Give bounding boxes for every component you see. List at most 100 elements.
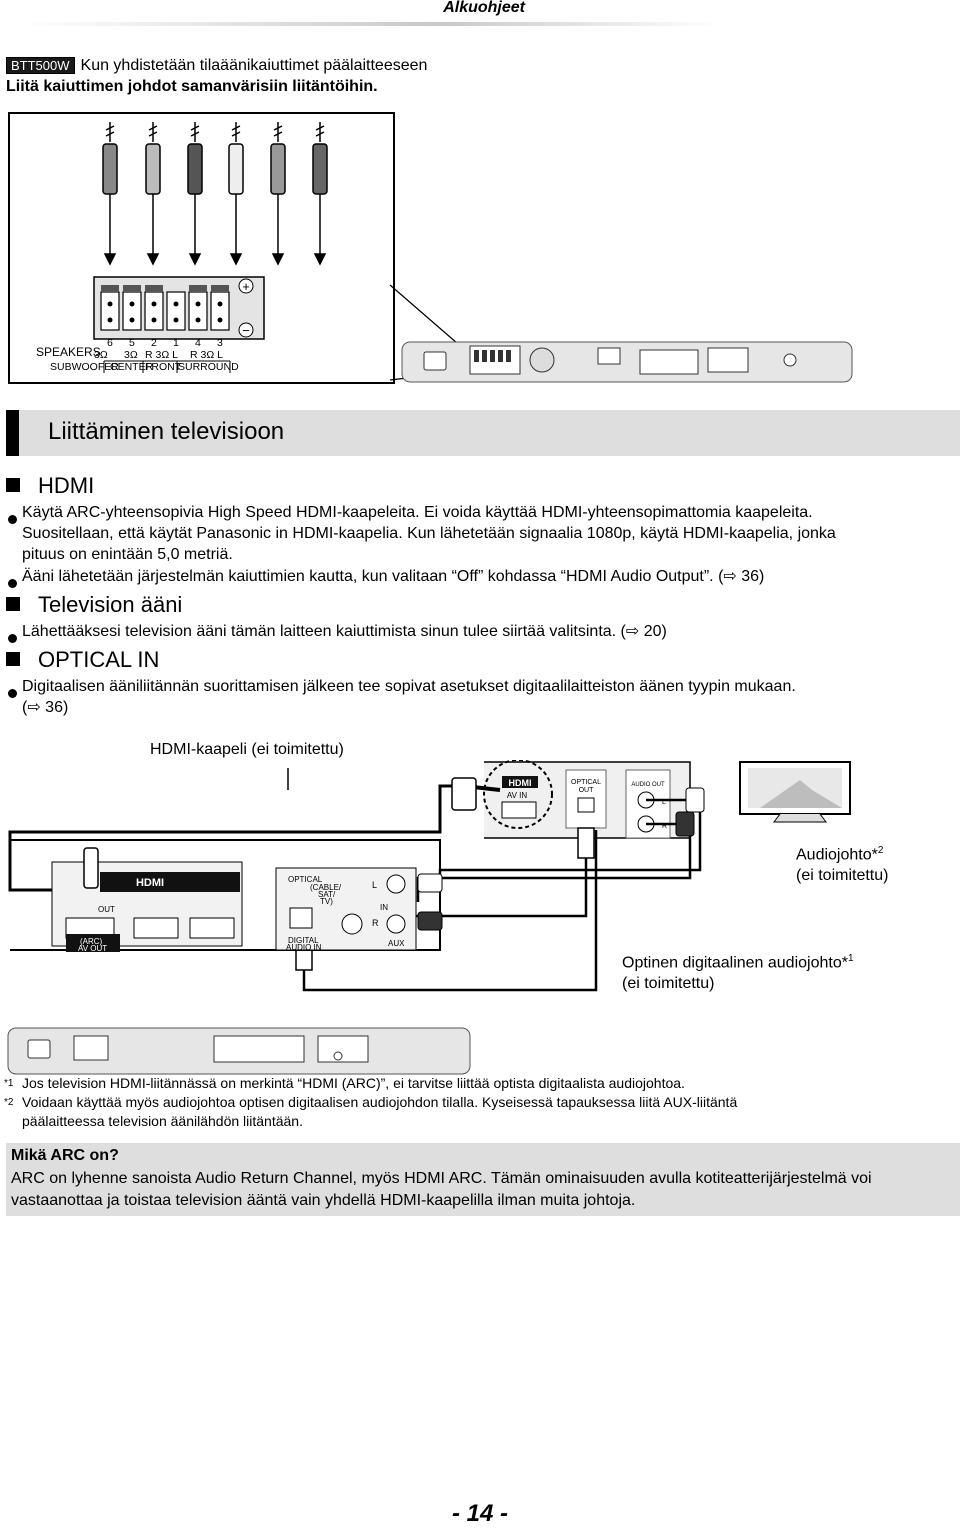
unit-arc-label: (ARC) (80, 937, 103, 946)
rear-panel-top-svg (389, 284, 853, 383)
unit-out-label: OUT (98, 905, 115, 914)
intro-line-2: Liitä kaiuttimen johdot samanvärisiin li… (6, 78, 378, 95)
hdmi-bullet-1: Käytä ARC-yhteensopivia High Speed HDMI-… (22, 502, 836, 565)
intro-text: BTT500W Kun yhdistetään tilaäänikaiuttime… (6, 55, 427, 97)
hdmi-cable-label: HDMI-kaapeli (ei toimitettu) (150, 741, 344, 758)
footnote-2-mark: *2 (4, 1097, 14, 1108)
bullet-icon (8, 634, 17, 643)
footnote-1-mark: *1 (4, 1078, 14, 1089)
terminal-number: 5 (129, 337, 135, 349)
tv-sound-heading: Television ääni (6, 592, 182, 618)
square-bullet-icon (6, 652, 20, 666)
impedance-label: R 3Ω L (145, 349, 178, 361)
tv-icon (739, 761, 851, 823)
arc-answer: ARC on lyhenne sanoista Audio Return Cha… (11, 1170, 872, 1209)
section-title: Liittäminen televisioon (48, 418, 285, 445)
terminal-number: 6 (107, 337, 113, 349)
tv-sound-heading-text: Television ääni (38, 592, 183, 617)
audio-plug-icon (675, 811, 695, 837)
terminal-number: 1 (173, 337, 179, 349)
speaker-diagram-svg: + − SPEAKERS 6 5 2 1 4 3 3Ω 3Ω R 3Ω L R … (36, 122, 328, 373)
footnote-2-line-2: päälaitteessa television äänilähdön liit… (22, 1113, 303, 1129)
tv-optical-label: OPTICAL (571, 779, 601, 786)
unit-in-label: IN (380, 903, 388, 912)
arc-info-box: Mikä ARC on? ARC on lyhenne sanoista Aud… (6, 1143, 960, 1216)
speaker-terminal-illustration: + − SPEAKERS 6 5 2 1 4 3 3Ω 3Ω R 3Ω L R … (8, 112, 395, 384)
arc-question: Mikä ARC on? (11, 1147, 119, 1164)
impedance-label: 3Ω (124, 349, 138, 361)
optical-heading-text: OPTICAL IN (38, 647, 160, 672)
impedance-label: 3Ω (94, 349, 108, 361)
optical-cable-label: Optinen digitaalinen audiojohto*1 (ei to… (622, 948, 854, 994)
plus-sign: + (242, 279, 250, 294)
header-rule (20, 22, 720, 26)
tv-hdmi-logo: HDMI (509, 778, 532, 788)
group-label: SURROUND (178, 361, 239, 373)
optical-heading: OPTICAL IN (6, 647, 159, 673)
minus-sign: − (242, 323, 250, 338)
footnote-1-text: Jos television HDMI-liitännässä on merki… (22, 1075, 685, 1091)
main-unit-rear-panel-bottom (7, 1027, 471, 1075)
page-number: - 14 - (451, 1500, 508, 1527)
section-heading: Liittäminen televisioon (6, 410, 960, 456)
bullet-icon (8, 579, 17, 588)
optical-cable-footnote-mark: 1 (847, 953, 854, 964)
speaker-label-strip: SPEAKERS 6 5 2 1 4 3 3Ω 3Ω R 3Ω L R 3Ω L… (36, 337, 239, 373)
terminal-number: 3 (217, 337, 223, 349)
unit-r-label: R (372, 918, 379, 928)
audio-cable-label-sub: (ei toimitettu) (796, 867, 889, 885)
tv-av-in-label: AV IN (507, 791, 528, 800)
square-bullet-icon (6, 478, 20, 492)
bullet-icon (8, 515, 17, 524)
hdmi-heading-text: HDMI (38, 473, 95, 498)
audio-cable-footnote-mark: 2 (877, 845, 884, 856)
unit-l-label: L (372, 880, 377, 890)
unit-sat-label: SAT/ (318, 890, 336, 899)
audio-cable-label: Audiojohto*2 (ei toimitettu) (796, 840, 888, 886)
tv-l-label: L (662, 799, 666, 806)
unit-digital-label: DIGITAL (288, 936, 319, 945)
bullet-icon (8, 689, 17, 698)
square-bullet-icon (6, 597, 20, 611)
audio-cable-label-text: Audiojohto* (796, 846, 878, 864)
tv-audio-out-label: AUDIO OUT (631, 782, 665, 788)
group-label: SUBWOOFER (50, 361, 119, 373)
audio-plug-icon (685, 787, 705, 813)
tv-sound-bullet-1: Lähettääksesi television ääni tämän lait… (22, 623, 667, 640)
impedance-label: R 3Ω L (190, 349, 223, 361)
hdmi-heading: HDMI (6, 473, 94, 499)
tv-optical-out-label: OUT (579, 787, 595, 794)
optical-bullet-1: Digitaalisen ääniliitännän suorittamisen… (22, 676, 796, 718)
optical-bullet-1-line-1: Digitaalisen ääniliitännän suorittamisen… (22, 678, 796, 695)
hdmi-bullet-1-line-3: pituus on enintään 5,0 metriä. (22, 546, 233, 563)
unit-audio-in-label: AUDIO IN (286, 943, 322, 952)
hdmi-bullet-1-line-1: Käytä ARC-yhteensopivia High Speed HDMI-… (22, 504, 813, 521)
unit-optical-label: OPTICAL (288, 875, 323, 884)
intro-line-1: Kun yhdistetään tilaäänikaiuttimet pääla… (80, 57, 428, 74)
unit-aux-label: AUX (388, 939, 405, 948)
terminal-number: 2 (151, 337, 157, 349)
hdmi-bullet-2: Ääni lähetetään järjestelmän kaiuttimien… (22, 568, 765, 585)
main-unit-rear-zoom: HDMI OUT (ARC) AV OUT OPTICAL (CABLE/ SA… (10, 839, 443, 953)
group-label: FRONT (145, 361, 182, 373)
section-marker (6, 410, 19, 456)
footnote-2-line-1: Voidaan käyttää myös audiojohtoa optisen… (22, 1094, 738, 1110)
hdmi-bullet-1-line-2: Suositellaan, että käytät Panasonic in H… (22, 525, 836, 542)
speaker-plugs (102, 122, 328, 266)
speakers-label: SPEAKERS (36, 345, 101, 359)
hdmi-plug-icon (451, 777, 477, 811)
tv-connection-diagram: HDMI AV IN OPTICAL OUT AUDIO OUT L R (7, 760, 851, 1075)
optical-bullet-1-line-2: (⇨ 36) (22, 699, 69, 716)
unit-cable-sat-label: (CABLE/ (310, 883, 342, 892)
unit-tv-label: TV) (320, 897, 333, 906)
optical-cable-label-sub: (ei toimitettu) (622, 975, 715, 993)
unit-av-out-label: AV OUT (78, 944, 107, 953)
speaker-terminal-block: + − (93, 276, 265, 340)
header-title: Alkuohjeet (443, 0, 525, 16)
optical-plug-icon (577, 827, 595, 859)
main-unit-rear-panel-top (401, 341, 853, 383)
model-badge: BTT500W (6, 57, 75, 74)
tv-rear-panel: HDMI AV IN OPTICAL OUT AUDIO OUT L R (483, 760, 691, 839)
optical-cable-label-text: Optinen digitaalinen audiojohto* (622, 954, 848, 972)
unit-hdmi-logo: HDMI (136, 877, 164, 889)
